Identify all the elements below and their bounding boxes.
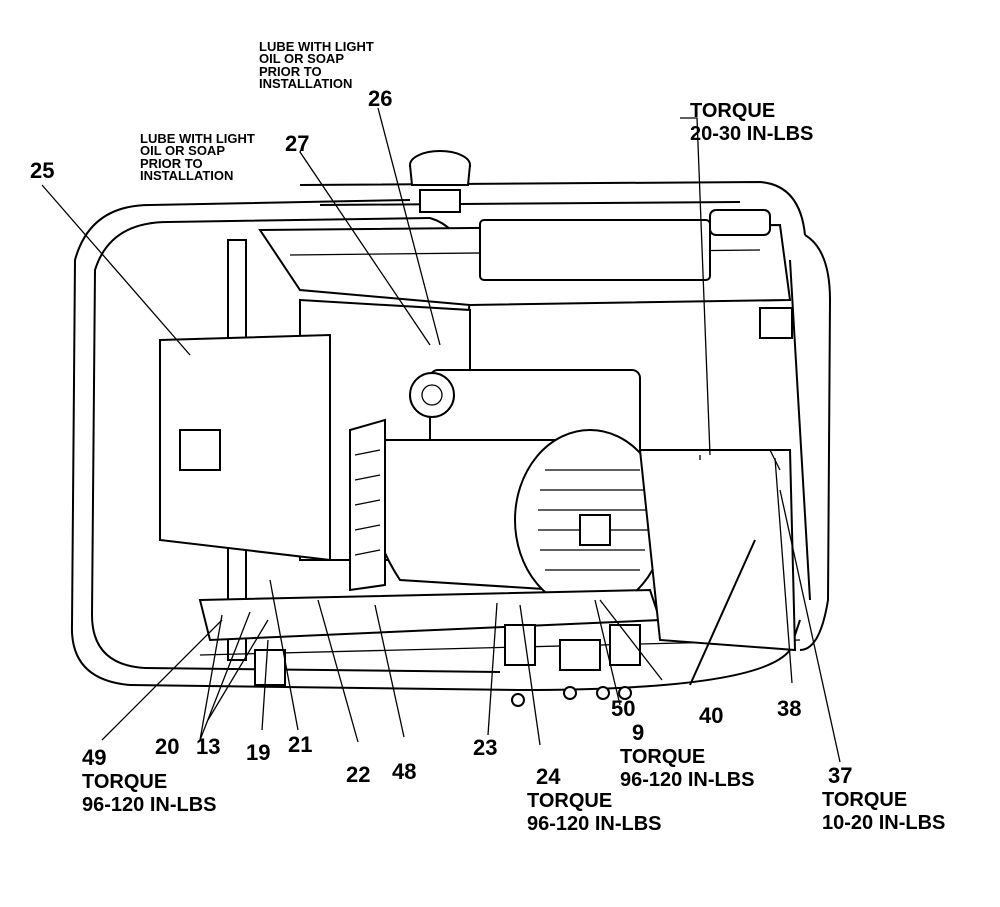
part-label-38: 38 <box>777 696 802 721</box>
control-bracket <box>179 418 386 592</box>
torque-label: TORQUE <box>690 100 776 122</box>
note-lube-top: LUBE WITH LIGHT OIL OR SOAP PRIOR TO INS… <box>259 39 374 92</box>
part-label-40: 40 <box>699 703 724 728</box>
torque-callout-49: 49 TORQUE 96-120 IN-LBS <box>82 745 217 816</box>
end-bell <box>514 429 666 611</box>
torque-callout-9: 9 TORQUE 96-120 IN-LBS <box>620 720 755 791</box>
leader-lines <box>41 107 841 763</box>
part-label-48: 48 <box>392 759 417 784</box>
part-number: 24 <box>536 764 561 789</box>
torque-value: 96-120 IN-LBS <box>620 769 755 791</box>
torque-value: 20-30 IN-LBS <box>690 123 814 145</box>
part-label-19: 19 <box>246 740 271 765</box>
torque-label: TORQUE <box>620 746 706 768</box>
torque-label: TORQUE <box>527 790 613 812</box>
part-label-21: 21 <box>288 732 313 757</box>
torque-label: TORQUE <box>822 789 908 811</box>
torque-callout-24: 24 TORQUE 96-120 IN-LBS <box>527 764 662 835</box>
part-number: 49 <box>82 745 107 770</box>
torque-callout-37: 37 TORQUE 10-20 IN-LBS <box>822 763 946 834</box>
torque-value: 10-20 IN-LBS <box>822 812 946 834</box>
note-lube-left: LUBE WITH LIGHT OIL OR SOAP PRIOR TO INS… <box>140 131 255 184</box>
part-label-25: 25 <box>30 158 55 183</box>
part-label-20: 20 <box>155 734 180 759</box>
torque-label: TORQUE <box>82 771 168 793</box>
part-label-50: 50 <box>611 696 636 721</box>
part-number: 37 <box>828 763 853 788</box>
gas-cap <box>409 150 471 213</box>
dipstick-40 <box>689 539 756 686</box>
torque-value: 96-120 IN-LBS <box>82 794 217 816</box>
bottom-bolts <box>511 686 632 707</box>
torque-value: 96-120 IN-LBS <box>527 813 662 835</box>
side-panel <box>638 449 797 652</box>
part-label-13: 13 <box>196 734 221 759</box>
part-number: 9 <box>632 720 645 745</box>
part-label-26: 26 <box>368 86 393 111</box>
torque-callout-top: TORQUE 20-30 IN-LBS <box>690 98 813 144</box>
part-label-22: 22 <box>346 762 371 787</box>
part-label-23: 23 <box>473 735 498 760</box>
part-label-27: 27 <box>285 131 310 156</box>
